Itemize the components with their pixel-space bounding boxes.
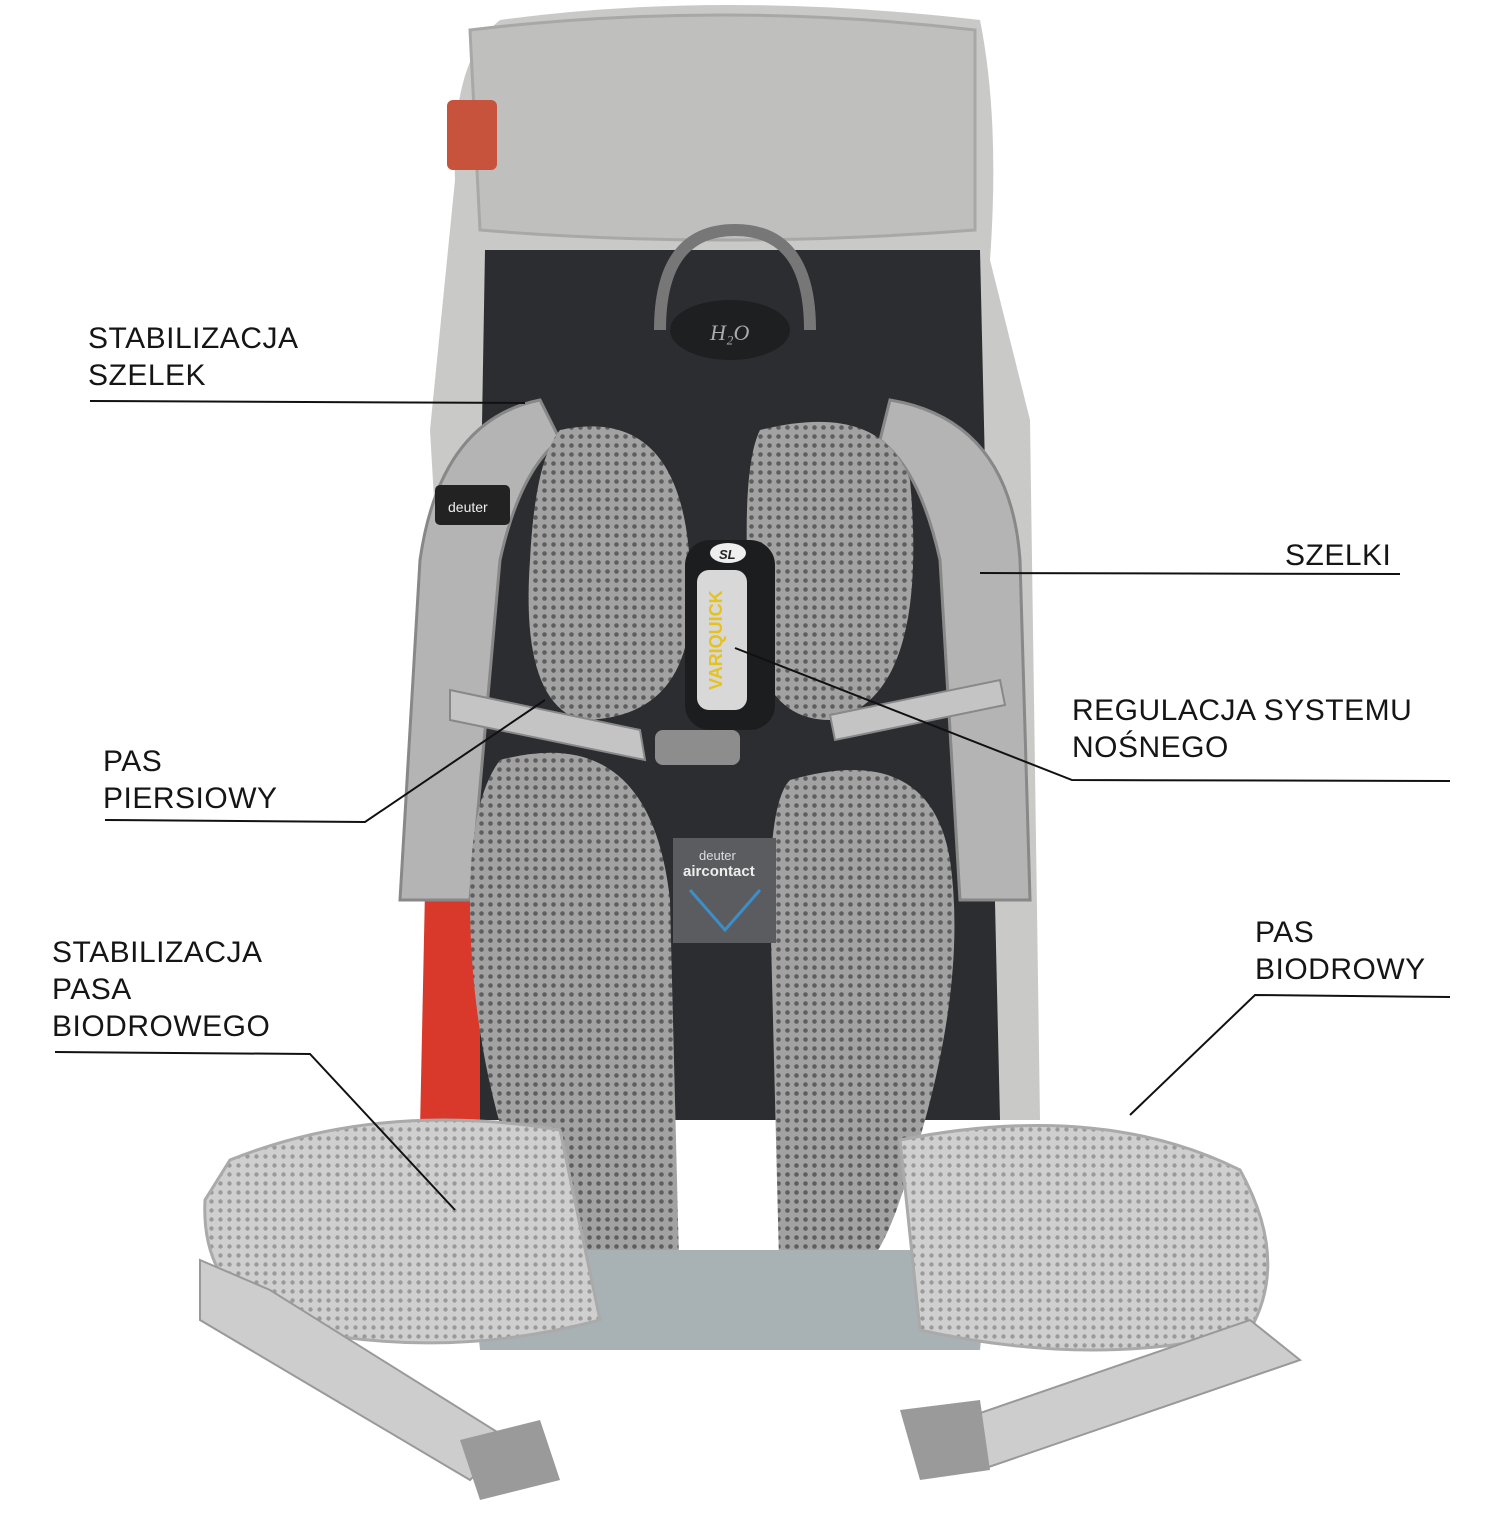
leader-shoulder-stabilization: [89, 400, 526, 404]
leader-hipbelt: [1129, 993, 1451, 1116]
label-line: BIODROWEGO: [52, 1010, 271, 1043]
label-line: PAS: [1255, 916, 1315, 949]
label-line: STABILIZACJA: [52, 936, 263, 969]
label-carrier-adjustment: REGULACJA SYSTEMU NOŚNEGO: [1072, 692, 1412, 766]
label-line: NOŚNEGO: [1072, 731, 1229, 764]
label-line: SZELEK: [88, 359, 207, 392]
right-upper-pad: [746, 421, 914, 720]
label-shoulder-straps: SZELKI: [1285, 537, 1391, 574]
red-side-panel: [420, 880, 480, 1130]
label-line: BIODROWY: [1255, 953, 1426, 986]
leader-chest-strap: [104, 699, 546, 824]
left-upper-pad: [528, 426, 691, 720]
leader-hipbelt-stabilization: [54, 1051, 456, 1211]
aircontact-brand: deuter: [699, 848, 737, 863]
hip-buckle-male: [460, 1420, 560, 1500]
label-line: PASA: [52, 973, 132, 1006]
label-line: STABILIZACJA: [88, 322, 299, 355]
right-shoulder-strap: [878, 398, 1032, 902]
label-line: REGULACJA SYSTEMU: [1072, 694, 1413, 727]
chest-strap: [449, 688, 647, 762]
deuter-badge-text: deuter: [448, 499, 488, 515]
top-lid: [468, 13, 977, 242]
label-shoulder-stabilization: STABILIZACJA SZELEK: [88, 320, 299, 394]
chest-buckle: [655, 730, 740, 765]
lid-zip-pull: [447, 100, 497, 170]
sl-badge-text: SL: [719, 547, 736, 562]
hip-base: [470, 1250, 990, 1350]
haul-loop: [654, 223, 816, 331]
label-chest-strap: PAS PIERSIOWY: [103, 743, 278, 817]
right-hip-wing: [898, 1123, 1270, 1352]
aircontact-text: aircontact: [683, 863, 755, 880]
leader-shoulder-straps: [979, 572, 1401, 575]
label-hipbelt-stabilization: STABILIZACJA PASA BIODROWEGO: [52, 934, 270, 1045]
hydration-port: [670, 300, 790, 360]
leader-carrier-adjustment: [734, 647, 1451, 782]
label-line: SZELKI: [1285, 539, 1392, 572]
label-line: PAS: [103, 745, 163, 778]
label-line: PIERSIOWY: [103, 782, 278, 815]
deuter-badge: [435, 485, 510, 525]
chest-strap-right: [828, 678, 1007, 742]
label-hipbelt: PAS BIODROWY: [1255, 914, 1426, 988]
sl-badge: [710, 543, 746, 563]
hip-buckle-female: [900, 1400, 990, 1480]
h2o-logo: H₂O: [709, 320, 750, 345]
variquick-logo: VARIQUICK: [706, 590, 726, 690]
